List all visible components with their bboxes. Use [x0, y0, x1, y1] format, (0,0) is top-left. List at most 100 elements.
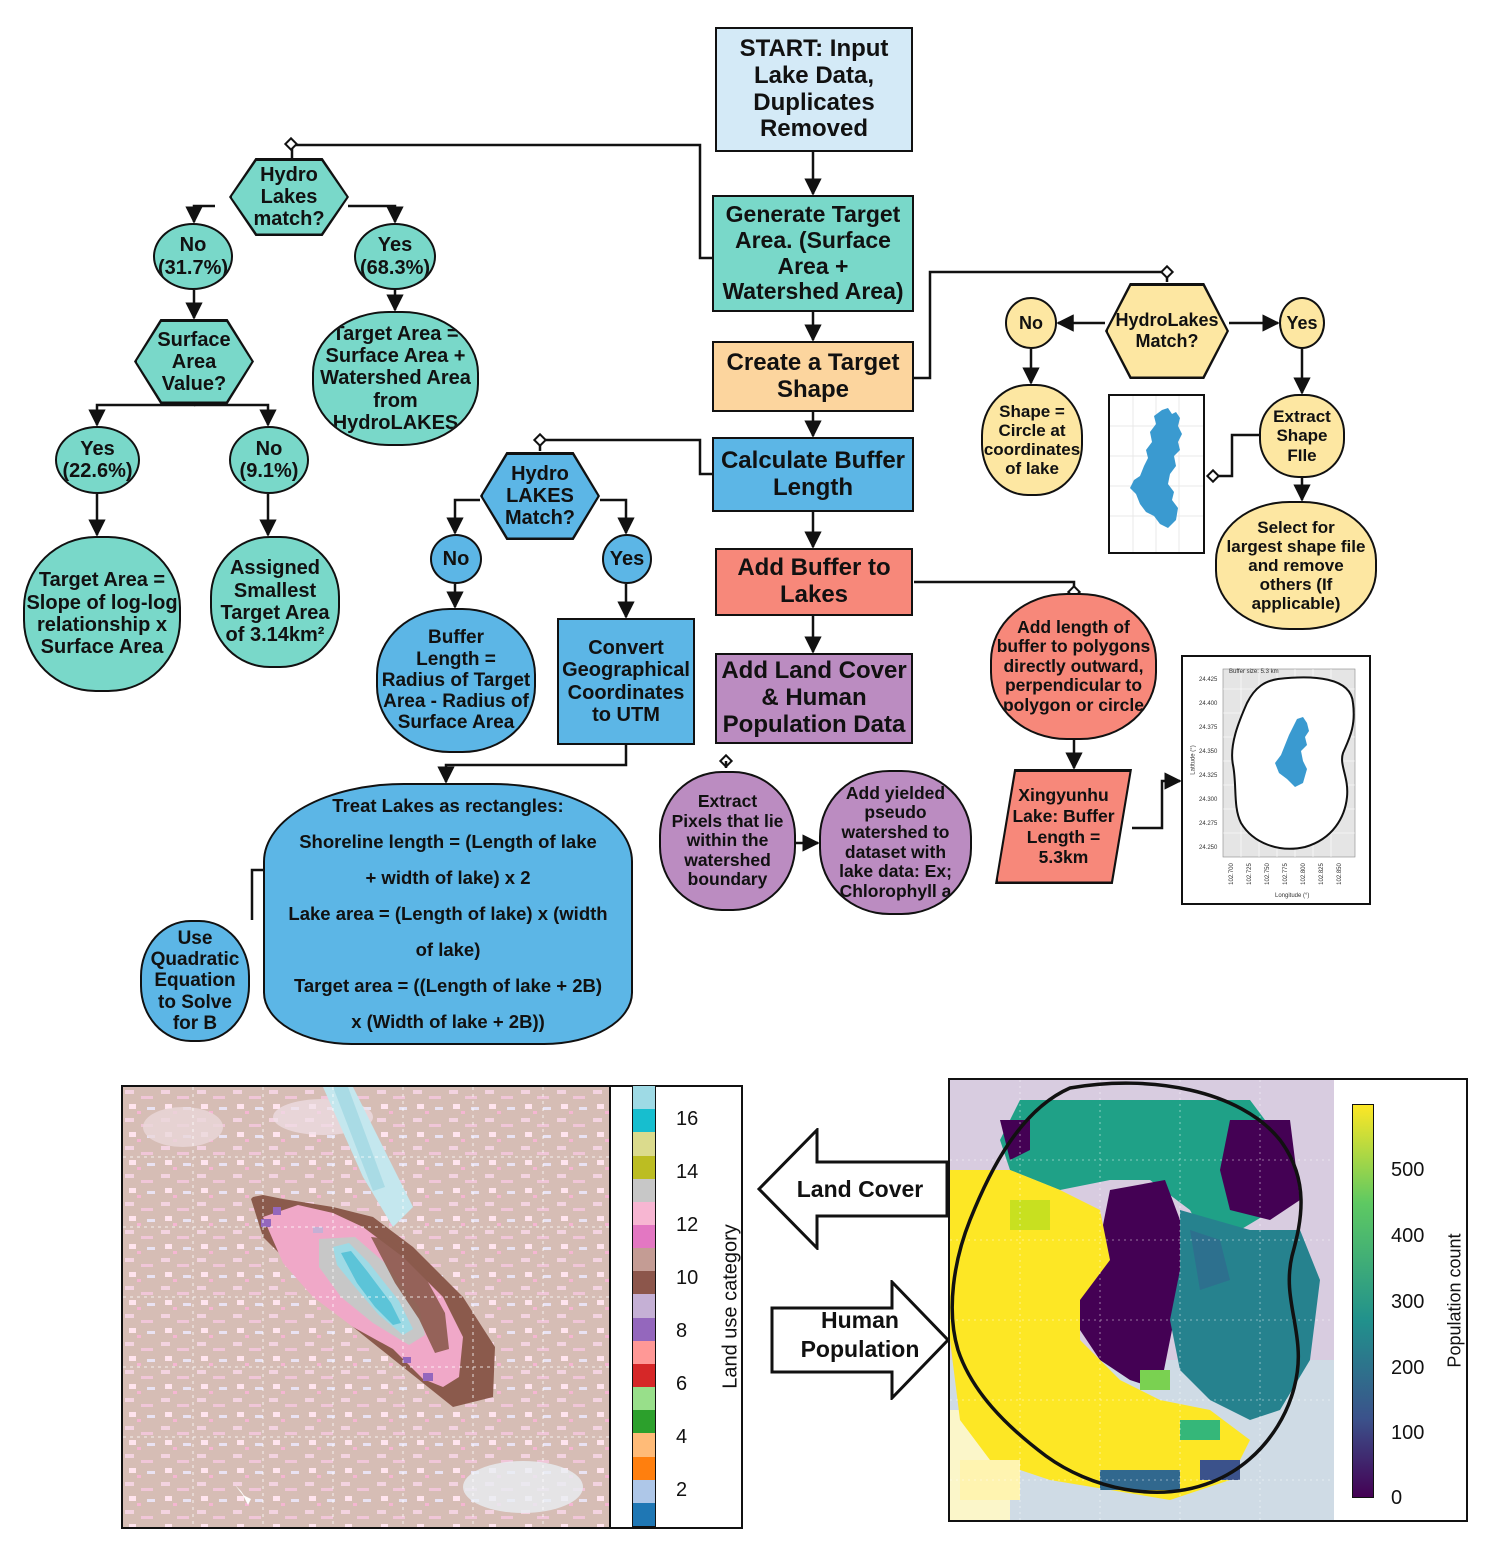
create-target-shape-node: Create a Target Shape [712, 341, 914, 412]
land-use-swatch [633, 1317, 655, 1341]
treat-lakes-rectangles-label: Treat Lakes as rectangles: Shoreline len… [288, 794, 608, 1033]
land-use-swatch [633, 1224, 655, 1249]
buffer-plot-ytick: 24.325 [1199, 773, 1218, 779]
land-use-swatch [633, 1271, 655, 1295]
land-use-swatch [633, 1155, 655, 1179]
create-target-shape-label: Create a Target Shape [726, 348, 900, 403]
no-shape-node: No [1005, 297, 1057, 349]
surface-area-value-label: Surface Area Value? [157, 328, 231, 395]
land-use-tick: 12 [676, 1214, 699, 1236]
no-shape-label: No [1019, 312, 1043, 333]
no-node: No [430, 534, 482, 584]
land-use-tick: 8 [676, 1320, 688, 1342]
human-population-arrow-icon [770, 1280, 950, 1400]
start-node-label: START: Input Lake Data, Duplicates Remov… [739, 34, 889, 143]
add-land-cover-node: Add Land Cover & Human Population Data [715, 653, 913, 744]
hydro-lakes-match-2-label: Hydro LAKES Match? [505, 463, 575, 529]
yes-22-node: Yes (22.6%) [55, 426, 140, 494]
yes-shape-label: Yes [1286, 312, 1318, 333]
population-map-svg [950, 1080, 1334, 1520]
land-use-swatch [633, 1294, 655, 1318]
land-use-swatch [633, 1479, 655, 1503]
land-use-tick: 6 [676, 1373, 688, 1395]
land-cover-map-svg [123, 1087, 609, 1527]
buffer-plot-xtick: 102.800 [1300, 863, 1307, 885]
buffer-length-radius-label: Buffer Length = Radius of Target Area - … [381, 627, 531, 734]
hydro-lakes-match-3-label: HydroLakes Match? [1115, 310, 1219, 351]
hydro-lakes-match-decision: Hydro Lakes match? [229, 158, 349, 236]
land-use-colorbar [632, 1085, 656, 1527]
land-cover-arrow-icon [757, 1128, 949, 1250]
convert-utm-label: Convert Geographical Coordinates to UTM [562, 636, 690, 726]
extract-pixels-label: Extract Pixels that lie within the water… [671, 791, 784, 890]
land-use-swatch [633, 1433, 655, 1457]
yes-68-node: Yes (68.3%) [354, 223, 436, 290]
land-use-swatch [633, 1387, 655, 1411]
add-yielded-label: Add yielded pseudo watershed to dataset … [839, 782, 952, 901]
buffer-plot-ytick: 24.350 [1199, 749, 1218, 755]
land-cover-arrow-label: Land Cover [796, 1176, 924, 1202]
quadratic-equation-node: Use Quadratic Equation to Solve for B [140, 920, 250, 1042]
land-use-swatch [633, 1363, 655, 1388]
buffer-plot-xtick: 102.825 [1318, 863, 1325, 885]
buffer-plot-ylabel: Latitude (°) [1190, 745, 1197, 775]
extract-shape-file-node: Extract Shape FIle [1259, 394, 1345, 478]
population-tick: 400 [1391, 1225, 1425, 1247]
land-use-tick: 14 [676, 1161, 699, 1183]
yes-shape-node: Yes [1279, 297, 1325, 349]
population-tick: 200 [1391, 1357, 1425, 1379]
land-use-swatch [633, 1201, 655, 1225]
population-map [950, 1080, 1334, 1520]
target-area-slope-node: Target Area = Slope of log-log relations… [23, 536, 181, 692]
treat-lakes-rectangles-node: Treat Lakes as rectangles: Shoreline len… [263, 783, 633, 1045]
no-31-node: No (31.7%) [153, 223, 233, 290]
hydro-lakes-match-2-decision: Hydro LAKES Match? [480, 452, 600, 540]
buffer-plot-ytick: 24.250 [1199, 845, 1218, 851]
land-use-colorbar-label: Land use category [719, 1224, 742, 1389]
population-tick: 300 [1391, 1291, 1425, 1313]
target-area-hydrolakes-node: Target Area = Surface Area + Watershed A… [312, 311, 479, 446]
add-length-buffer-node: Add length of buffer to polygons directl… [990, 593, 1157, 740]
land-use-swatch [633, 1456, 655, 1480]
select-largest-label: Select for largest shape file and remove… [1226, 517, 1366, 614]
population-colorbar [1352, 1104, 1374, 1498]
buffer-plot-xlabel: Longitude (°) [1275, 893, 1310, 899]
quadratic-equation-label: Use Quadratic Equation to Solve for B [150, 927, 240, 1034]
land-use-swatch [633, 1340, 655, 1364]
extract-shape-file-label: Extract Shape FIle [1273, 407, 1331, 465]
buffer-plot-xtick: 102.750 [1264, 863, 1271, 885]
select-largest-node: Select for largest shape file and remove… [1215, 501, 1377, 630]
land-use-swatch [633, 1410, 655, 1434]
hydro-lakes-match-3-decision: HydroLakes Match? [1105, 283, 1229, 379]
buffer-plot-ytick: 24.425 [1199, 677, 1218, 683]
no-label: No [442, 547, 470, 570]
add-buffer-label: Add Buffer to Lakes [737, 554, 891, 608]
buffer-plot-xtick: 102.700 [1228, 863, 1235, 885]
target-area-hydrolakes-label: Target Area = Surface Area + Watershed A… [320, 322, 471, 435]
buffer-plot-ytick: 24.275 [1199, 821, 1218, 827]
generate-target-area-label: Generate Target Area. (Surface Area + Wa… [722, 201, 904, 305]
yes-label: Yes [609, 547, 645, 570]
calculate-buffer-label: Calculate Buffer Length [720, 446, 906, 501]
generate-target-area-node: Generate Target Area. (Surface Area + Wa… [712, 195, 914, 312]
hydro-lakes-match-label: Hydro Lakes match? [253, 164, 325, 230]
yes-22-label: Yes (22.6%) [62, 437, 133, 482]
surface-area-value-decision: Surface Area Value? [134, 319, 254, 404]
land-use-tick: 10 [676, 1267, 699, 1289]
lake-shape-image [1110, 396, 1203, 552]
population-colorbar-label: Population count [1444, 1233, 1465, 1368]
land-use-swatch [633, 1086, 655, 1110]
lake-shape-thumbnail [1108, 394, 1205, 554]
extract-pixels-node: Extract Pixels that lie within the water… [659, 771, 796, 911]
calculate-buffer-node: Calculate Buffer Length [712, 437, 914, 512]
start-node: START: Input Lake Data, Duplicates Remov… [715, 27, 913, 152]
population-tick: 100 [1391, 1422, 1425, 1444]
human-population-arrow-label: Human Population [800, 1307, 920, 1362]
buffer-length-radius-node: Buffer Length = Radius of Target Area - … [376, 608, 536, 753]
buffer-plot-svg [1222, 668, 1356, 858]
land-use-swatch [633, 1248, 655, 1272]
buffer-plot-ytick: 24.375 [1199, 725, 1218, 731]
land-cover-map [121, 1085, 611, 1529]
land-use-swatch [633, 1178, 655, 1202]
